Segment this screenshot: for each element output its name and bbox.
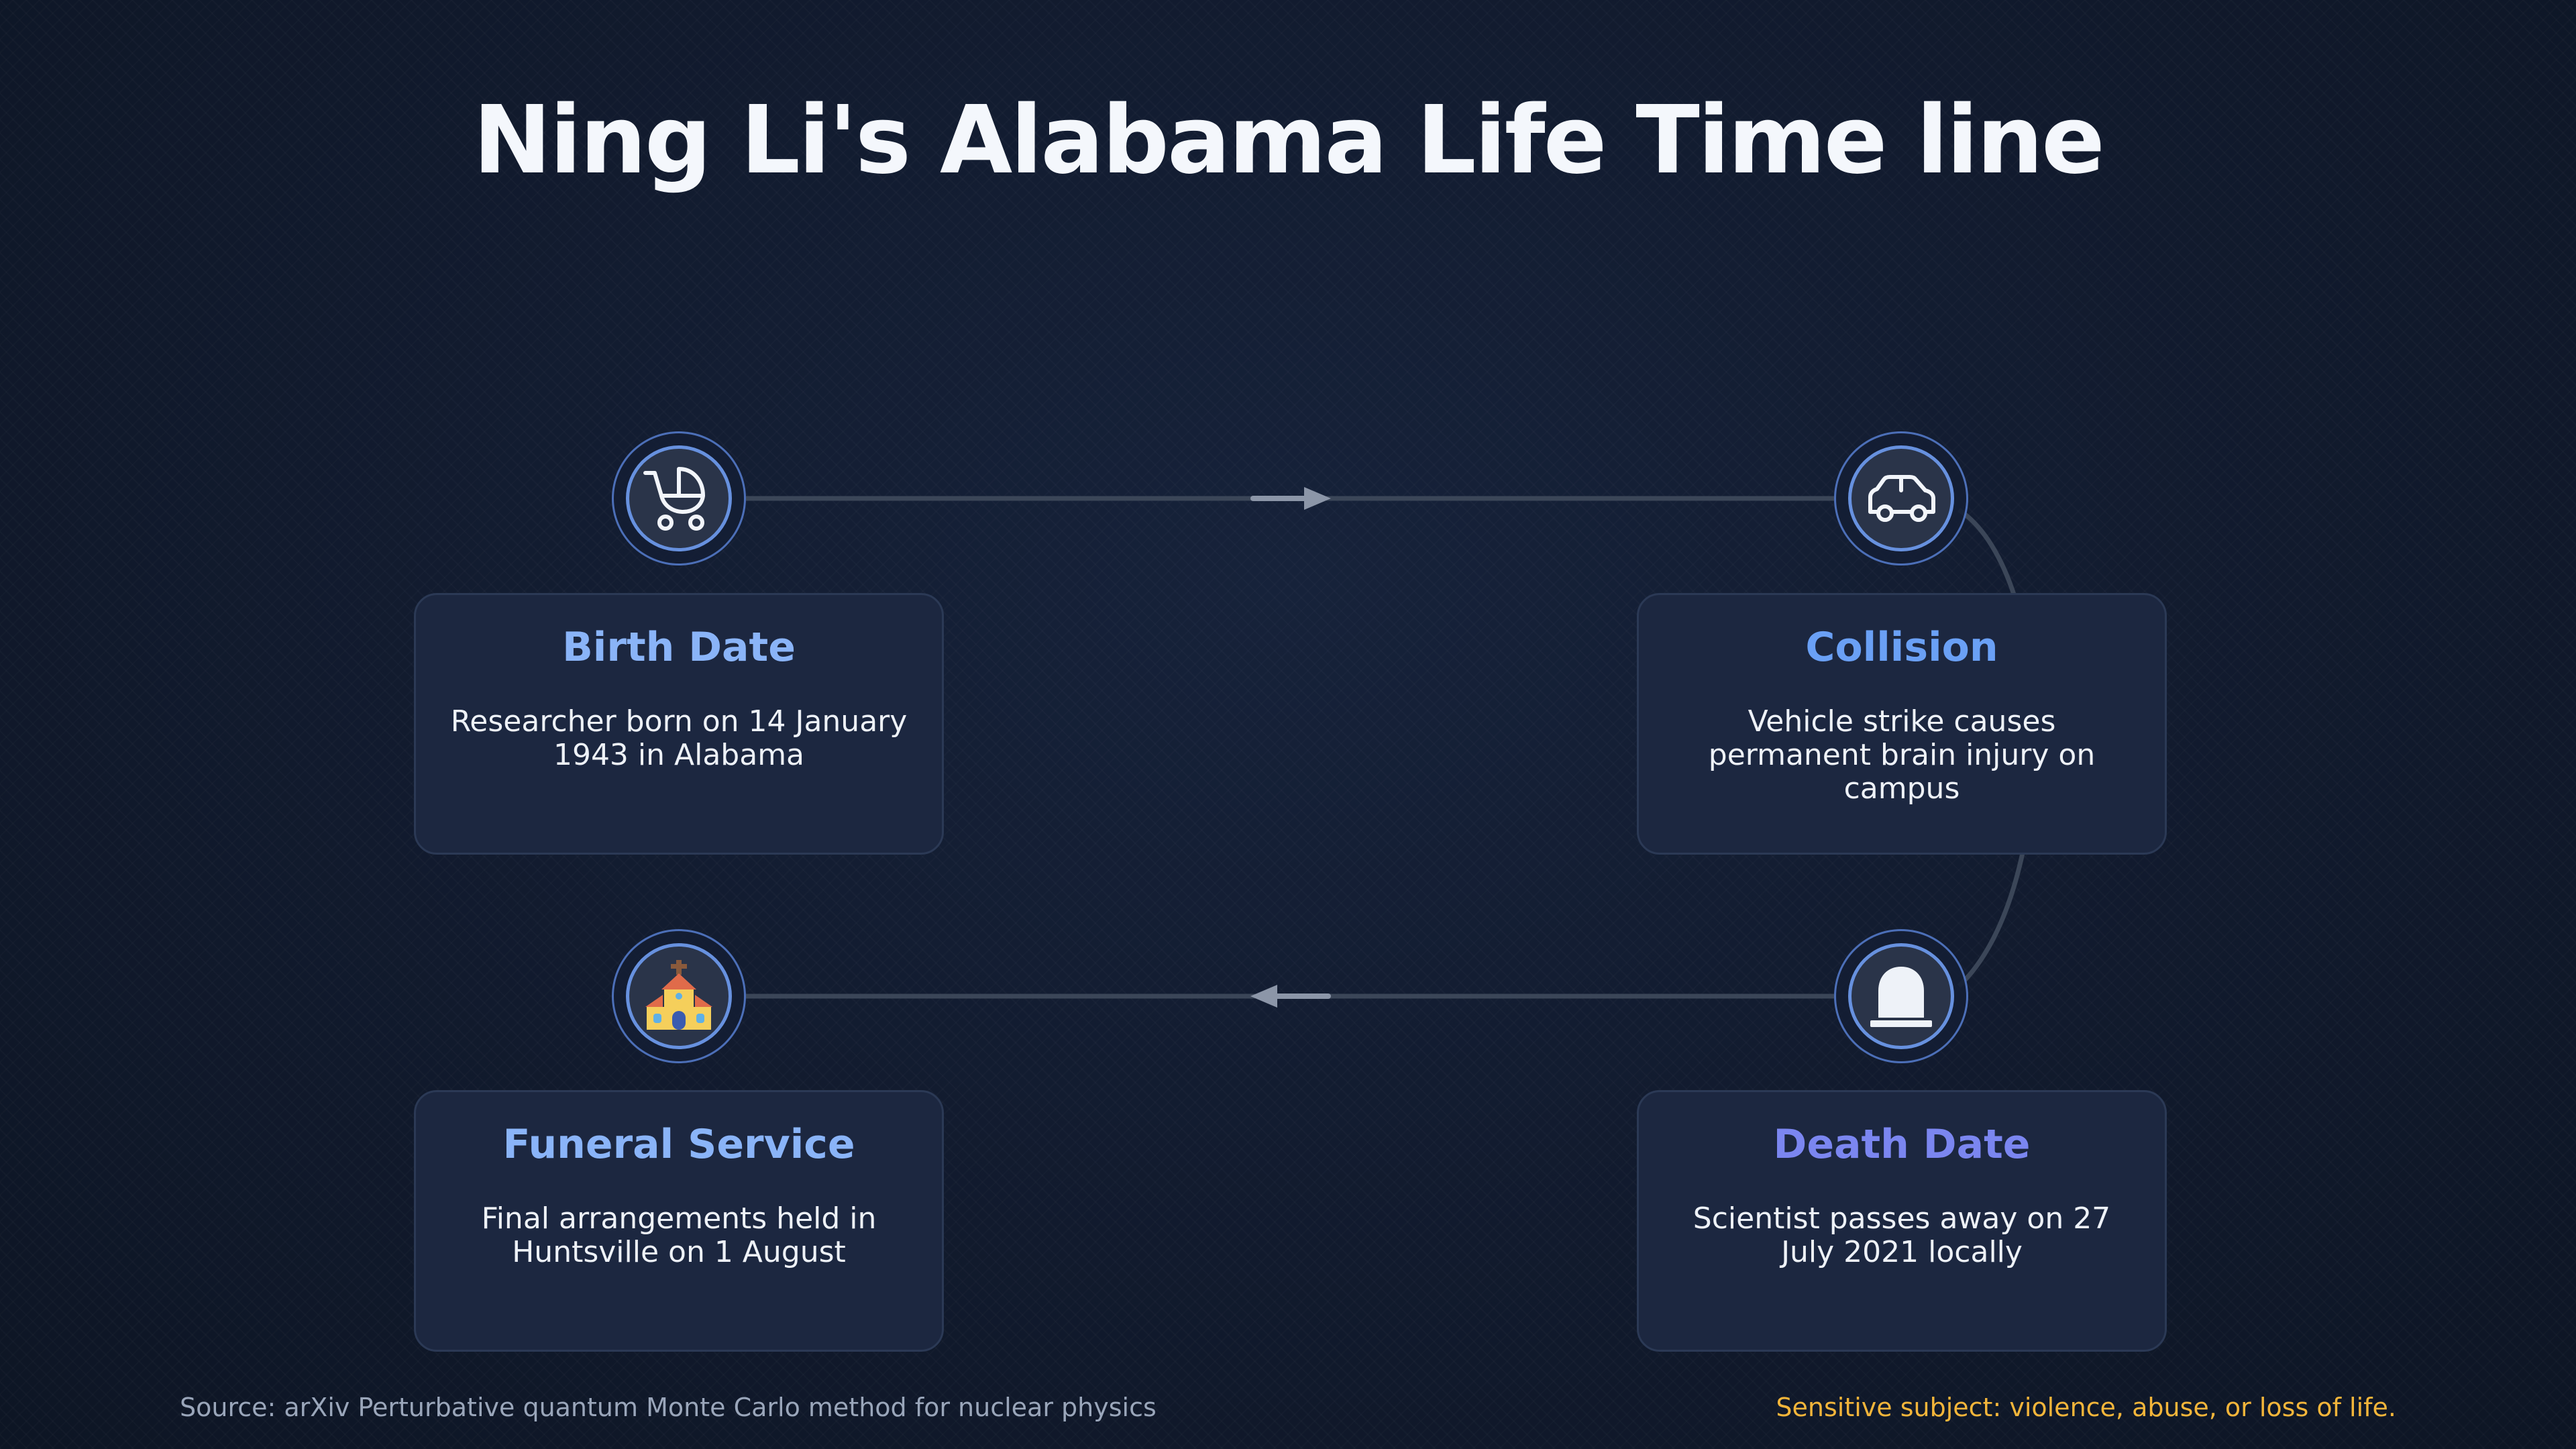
event-card-funeral: Funeral Service Final arrangements held … [414,1090,944,1352]
church-icon [639,956,719,1036]
headstone-icon [1861,956,1941,1036]
baby-carriage-icon [639,458,719,539]
node-death [1834,929,1968,1063]
sensitive-warning: Sensitive subject: violence, abuse, or l… [1776,1393,2396,1422]
arrow-right-icon [1250,487,1331,510]
event-description: Scientist passes away on 27 July 2021 lo… [1693,1201,2111,1269]
event-description: Final arrangements held in Huntsville on… [481,1201,877,1269]
event-title: Birth Date [562,624,796,671]
node-collision [1834,431,1968,566]
event-title: Funeral Service [502,1121,855,1168]
event-card-death: Death Date Scientist passes away on 27 J… [1637,1090,2167,1352]
page-title: Ning Li's Alabama Life Time line [473,86,2105,195]
event-description: Vehicle strike causes permanent brain in… [1708,704,2096,806]
node-birth [612,431,746,566]
event-card-birth: Birth Date Researcher born on 14 January… [414,593,944,855]
event-card-collision: Collision Vehicle strike causes permanen… [1637,593,2167,855]
event-description: Researcher born on 14 January 1943 in Al… [450,704,908,772]
event-title: Collision [1805,624,1998,671]
arrow-left-icon [1250,985,1331,1008]
source-note: Source: arXiv Perturbative quantum Monte… [180,1393,1157,1422]
event-title: Death Date [1773,1121,2031,1168]
node-funeral [612,929,746,1063]
car-icon [1861,458,1941,539]
